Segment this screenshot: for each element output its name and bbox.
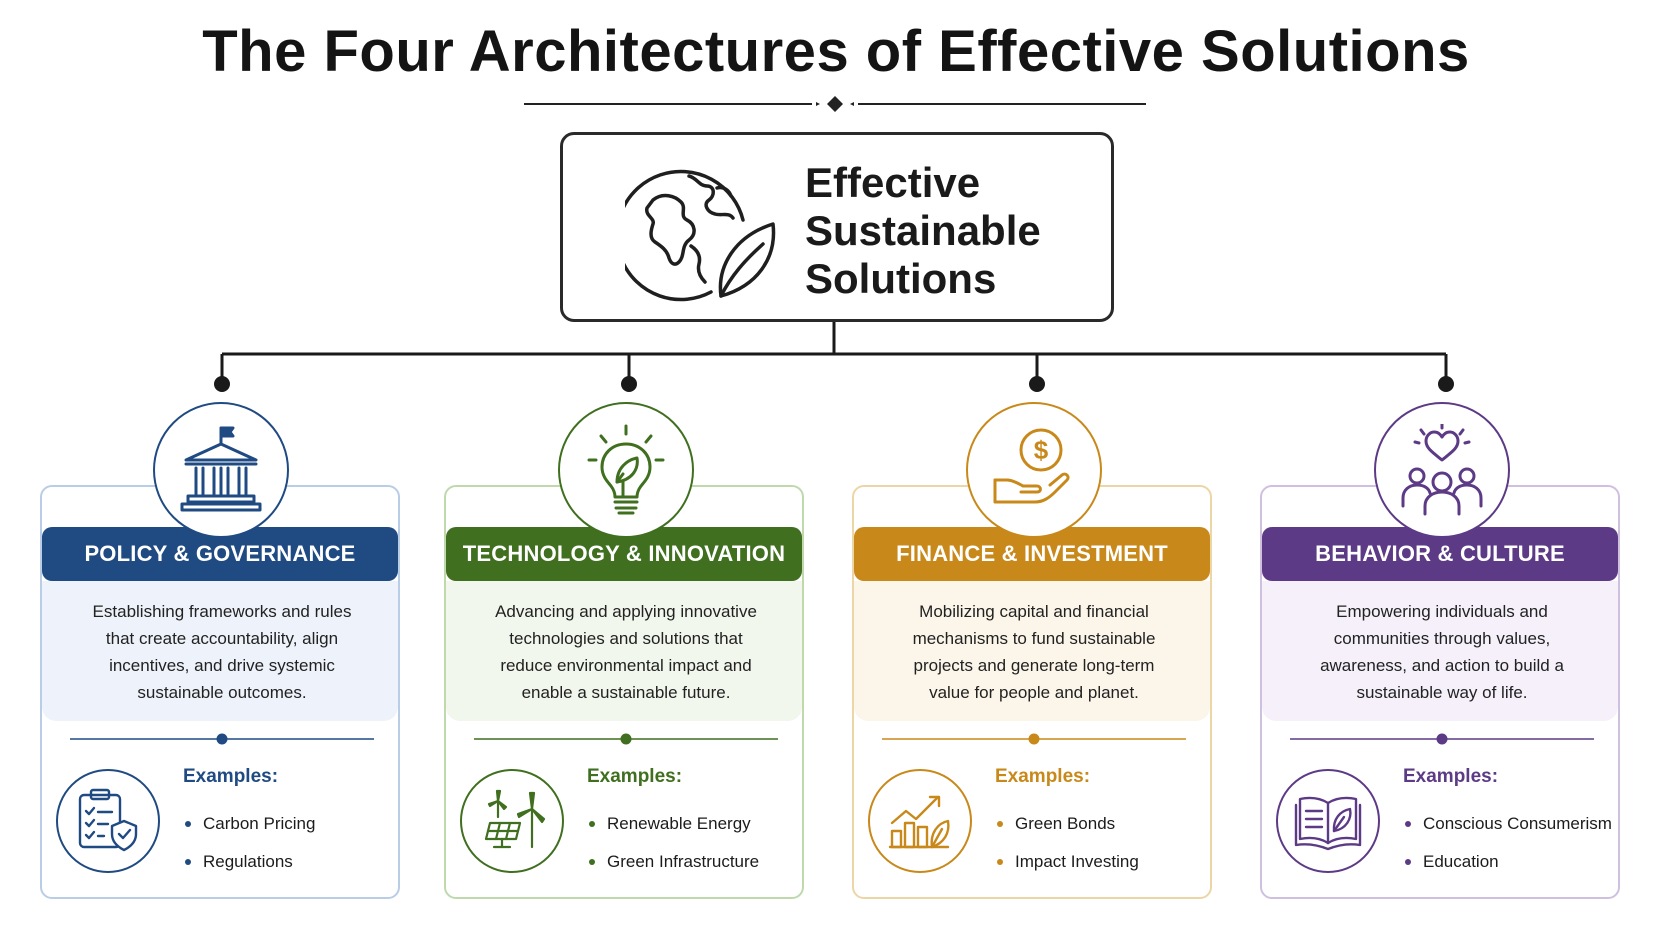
examples-list: Carbon Pricing Regulations (183, 805, 315, 881)
card-technology-innovation: TECHNOLOGY & INNOVATION Advancing and ap… (444, 485, 804, 899)
page-title: The Four Architectures of Effective Solu… (202, 19, 1470, 84)
list-item: Green Infrastructure (587, 843, 759, 881)
example-text: Carbon Pricing (203, 814, 316, 833)
card-header: BEHAVIOR & CULTURE (1262, 527, 1618, 581)
examples-list: Green Bonds Impact Investing (995, 805, 1139, 881)
description-panel (854, 581, 1210, 721)
bullet (997, 859, 1003, 865)
open-book-leaf-icon (1294, 796, 1362, 851)
center-concept-box: Effective Sustainable Solutions (560, 132, 1114, 322)
bullet (185, 821, 191, 827)
bullet (997, 821, 1003, 827)
examples-icon-circle (56, 769, 160, 873)
list-item: Renewable Energy (587, 805, 759, 843)
title-divider (524, 96, 1146, 112)
description-line: reduce environmental impact and (500, 656, 752, 675)
example-text: Renewable Energy (607, 814, 751, 833)
section-divider (474, 733, 778, 745)
description-line: that create accountability, align (105, 629, 339, 648)
description-line: value for people and planet. (929, 683, 1139, 702)
lightbulb-leaf-icon (587, 424, 665, 515)
section-divider (70, 733, 374, 745)
examples-label: Examples: (1403, 766, 1499, 787)
bullet (589, 821, 595, 827)
card-description: Mobilizing capital and financial mechani… (884, 598, 1184, 706)
example-text: Regulations (203, 852, 293, 871)
center-title-line2: Sustainable (805, 207, 1041, 254)
list-item: Carbon Pricing (183, 805, 315, 843)
growth-chart-leaf-icon (888, 795, 950, 849)
examples-list: Conscious Consumerism Education (1403, 805, 1612, 881)
svg-text:$: $ (1034, 435, 1049, 465)
examples-icon-circle (868, 769, 972, 873)
example-text: Education (1423, 852, 1499, 871)
list-item: Regulations (183, 843, 315, 881)
examples-label: Examples: (995, 766, 1091, 787)
description-line: sustainable outcomes. (137, 683, 307, 702)
description-line: incentives, and drive systemic (109, 656, 335, 675)
description-line: communities through values, (1333, 629, 1551, 648)
card-description: Advancing and applying innovative techno… (476, 598, 776, 706)
card-description: Establishing frameworks and rules that c… (72, 598, 372, 706)
center-title: Effective Sustainable Solutions (805, 159, 1105, 303)
description-line: sustainable way of life. (1356, 683, 1528, 702)
description-line: Mobilizing capital and financial (919, 602, 1149, 621)
hand-coin-icon: $ (993, 428, 1070, 504)
card-finance-investment: FINANCE & INVESTMENT Mobilizing capital … (852, 485, 1212, 899)
example-text: Green Infrastructure (607, 852, 760, 871)
bullet (1405, 821, 1411, 827)
description-line: Establishing frameworks and rules (92, 602, 352, 621)
bullet (589, 859, 595, 865)
policy-icon-circle (153, 402, 289, 538)
section-divider (882, 733, 1186, 745)
description-panel (1262, 581, 1618, 721)
center-title-line3: Solutions (805, 255, 997, 302)
description-line: enable a sustainable future. (521, 683, 731, 702)
description-line: projects and generate long-term (913, 656, 1155, 675)
list-item: Green Bonds (995, 805, 1139, 843)
community-heart-icon (1401, 424, 1483, 516)
examples-label: Examples: (183, 766, 279, 787)
examples-label: Examples: (587, 766, 683, 787)
list-item: Education (1403, 843, 1612, 881)
description-line: technologies and solutions that (509, 629, 743, 648)
finance-icon-circle: $ (966, 402, 1102, 538)
list-item: Impact Investing (995, 843, 1139, 881)
center-title-line1: Effective (805, 159, 981, 206)
bullet (1405, 859, 1411, 865)
card-description: Empowering individuals and communities t… (1292, 598, 1592, 706)
description-line: awareness, and action to build a (1320, 656, 1564, 675)
government-building-icon (180, 426, 262, 512)
solar-wind-icon (484, 789, 546, 849)
example-text: Conscious Consumerism (1423, 814, 1612, 833)
description-panel (42, 581, 398, 721)
examples-list: Renewable Energy Green Infrastructure (587, 805, 759, 881)
description-line: mechanisms to fund sustainable (912, 629, 1156, 648)
example-text: Green Bonds (1015, 814, 1116, 833)
bullet (185, 859, 191, 865)
globe-leaf-icon (625, 169, 776, 302)
card-policy-governance: POLICY & GOVERNANCE Establishing framewo… (40, 485, 400, 899)
description-line: Empowering individuals and (1336, 602, 1548, 621)
description-panel (446, 581, 802, 721)
example-text: Impact Investing (1015, 852, 1139, 871)
clipboard-shield-icon (78, 788, 138, 852)
list-item: Conscious Consumerism (1403, 805, 1612, 843)
examples-icon-circle (460, 769, 564, 873)
behavior-icon-circle (1374, 402, 1510, 538)
description-line: Advancing and applying innovative (495, 602, 757, 621)
card-behavior-culture: BEHAVIOR & CULTURE Empowering individual… (1260, 485, 1620, 899)
examples-icon-circle (1276, 769, 1380, 873)
technology-icon-circle (558, 402, 694, 538)
section-divider (1290, 733, 1594, 745)
